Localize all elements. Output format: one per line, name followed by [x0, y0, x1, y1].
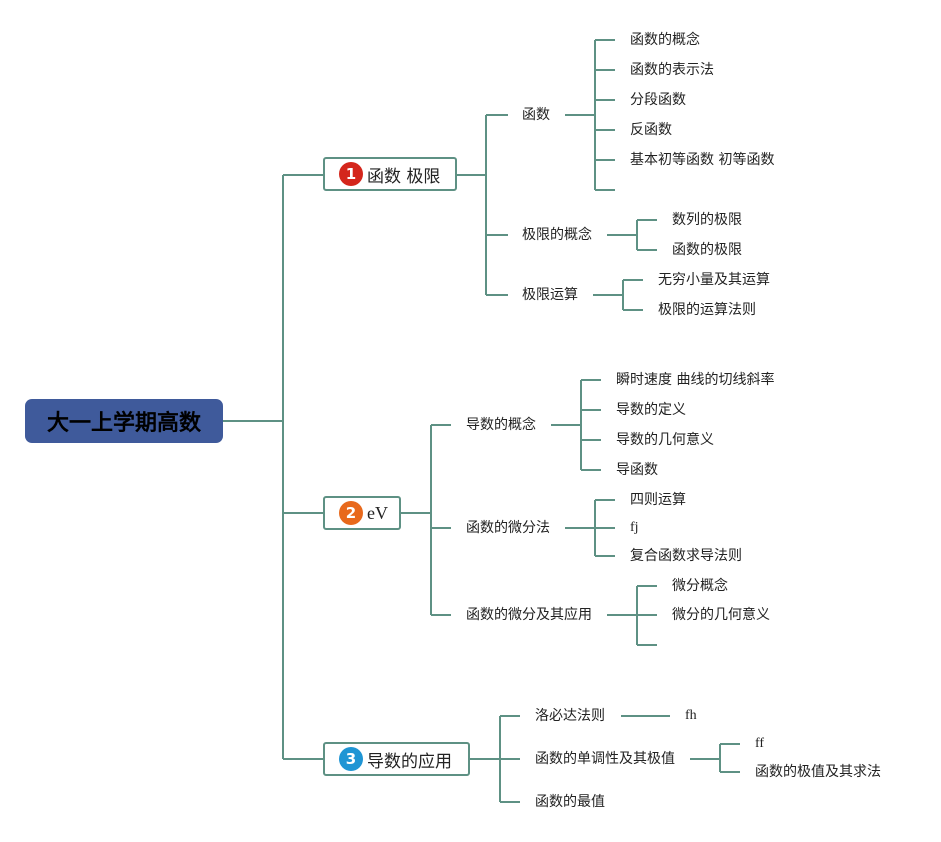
subtopic-node[interactable]: 分段函数: [630, 92, 686, 108]
topic-node[interactable]: 导数的概念: [466, 417, 536, 433]
subtopic-node[interactable]: 基本初等函数 初等函数: [630, 152, 775, 168]
branch-2-label: eV: [367, 502, 388, 523]
subtopic-node[interactable]: 导数的几何意义: [616, 432, 714, 448]
root-label: 大一上学期高数: [46, 411, 201, 436]
subtopic-node[interactable]: 微分概念: [672, 578, 728, 594]
topic-node[interactable]: 洛必达法则: [535, 708, 605, 724]
subtopic-node[interactable]: fj: [630, 520, 639, 535]
subtopic-node[interactable]: fh: [685, 708, 697, 723]
topic-node[interactable]: 函数的微分及其应用: [466, 607, 592, 623]
branch-1-label: 函数 极限: [367, 166, 441, 187]
number-badge-1: 1: [339, 162, 363, 186]
topic-node[interactable]: 函数的单调性及其极值: [535, 751, 675, 767]
branch-3-node[interactable]: 3 导数的应用: [323, 742, 470, 776]
branch-3-label: 导数的应用: [367, 751, 452, 772]
subtopic-node[interactable]: 反函数: [630, 122, 672, 138]
subtopic-node[interactable]: 瞬时速度 曲线的切线斜率: [616, 372, 775, 388]
subtopic-node[interactable]: 导数的定义: [616, 402, 686, 418]
subtopic-node[interactable]: 函数的表示法: [630, 62, 714, 78]
root-node[interactable]: 大一上学期高数: [25, 399, 223, 443]
subtopic-node[interactable]: 微分的几何意义: [672, 607, 770, 623]
topic-node[interactable]: 函数: [522, 107, 550, 123]
subtopic-node[interactable]: 复合函数求导法则: [630, 548, 742, 564]
topic-node[interactable]: 极限的概念: [522, 227, 592, 243]
topic-node[interactable]: 函数的微分法: [466, 520, 550, 536]
subtopic-node[interactable]: 无穷小量及其运算: [658, 272, 770, 288]
subtopic-node[interactable]: ff: [755, 736, 765, 751]
subtopic-node[interactable]: 四则运算: [630, 492, 686, 508]
branch-1-node[interactable]: 1 函数 极限: [323, 157, 457, 191]
subtopic-node[interactable]: 极限的运算法则: [658, 302, 756, 318]
subtopic-node[interactable]: 函数的概念: [630, 32, 700, 48]
subtopic-node[interactable]: 数列的极限: [672, 212, 742, 228]
number-badge-2: 2: [339, 501, 363, 525]
subtopic-node[interactable]: 函数的极限: [672, 242, 742, 258]
topic-node[interactable]: 函数的最值: [535, 794, 605, 810]
topic-node[interactable]: 极限运算: [522, 287, 578, 303]
subtopic-node[interactable]: 导函数: [616, 462, 658, 478]
subtopic-node[interactable]: 函数的极值及其求法: [755, 764, 881, 780]
branch-2-node[interactable]: 2 eV: [323, 496, 401, 530]
number-badge-3: 3: [339, 747, 363, 771]
